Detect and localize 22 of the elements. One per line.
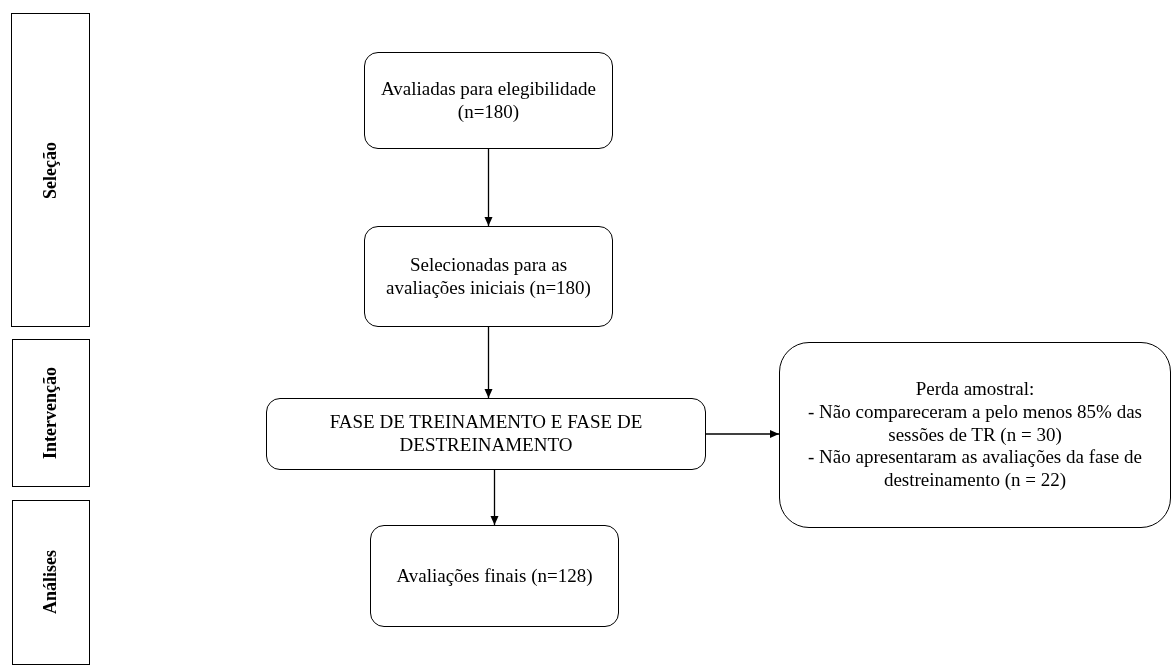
rounded-note-box [779,342,1171,528]
stage-label-box [12,500,90,665]
stage-label: Análises [40,550,62,615]
box-text: Selecionadas para as avaliações iniciais (n=180) [385,253,592,300]
stage-label-box [11,13,90,327]
arrow [490,469,499,526]
arrow [484,148,493,227]
process-box [364,226,613,327]
arrow [484,326,493,399]
process-box [370,525,619,627]
box-text: Avaliações finais (n=128) [396,564,593,588]
process-box [266,398,706,470]
process-box [364,52,613,149]
box-text: Avaliadas para elegibilidade (n=180) [381,77,596,124]
box-text: - Não apresentaram as avaliações da fase de destreinamento (n = 22) [807,446,1143,492]
note-heading: Perda amostral: [915,378,1035,401]
arrow [705,430,780,438]
box-text: FASE DE TREINAMENTO E FASE DE DESTREINAMENTO [328,411,644,457]
stage-label: Seleção [39,141,61,199]
box-text: - Não compareceram a pelo menos 85% das sessões de TR (n = 30) [807,400,1143,447]
stage-label-box [12,339,90,487]
stage-label: Intervenção [40,367,62,459]
